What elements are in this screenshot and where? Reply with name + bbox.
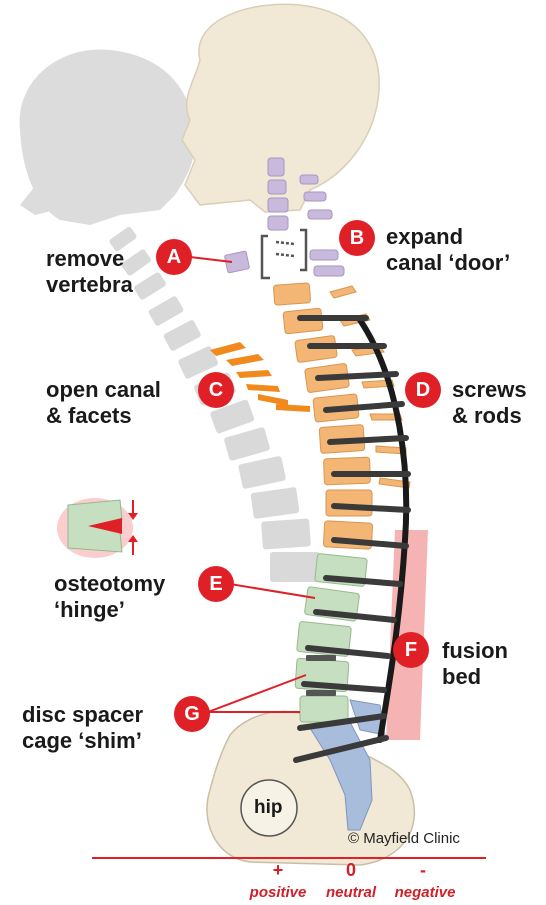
label-a: remove vertebra (46, 246, 133, 298)
label-b-line2: canal ‘door’ (386, 250, 510, 276)
label-e-line1: osteotomy (54, 571, 165, 597)
label-d: screws & rods (452, 377, 527, 429)
badge-c: C (198, 372, 234, 408)
label-e-line2: ‘hinge’ (54, 597, 165, 623)
label-c-line1: open canal (46, 377, 161, 403)
negative-label: negative (384, 884, 466, 901)
badge-f: F (393, 632, 429, 668)
label-a-line1: remove (46, 246, 133, 272)
label-b: expand canal ‘door’ (386, 224, 510, 276)
badge-b: B (339, 220, 375, 256)
label-g-line2: cage ‘shim’ (22, 728, 143, 754)
label-c-line2: & facets (46, 403, 161, 429)
ghost-skull (20, 50, 196, 225)
badge-g: G (174, 696, 210, 732)
label-b-line1: expand (386, 224, 510, 250)
badge-a: A (156, 239, 192, 275)
label-f: fusion bed (442, 638, 508, 690)
neutral-symbol: 0 (341, 860, 361, 881)
label-g-line1: disc spacer (22, 702, 143, 728)
label-g: disc spacer cage ‘shim’ (22, 702, 143, 754)
negative-symbol: - (413, 860, 433, 881)
label-e: osteotomy ‘hinge’ (54, 571, 165, 623)
badge-d: D (405, 372, 441, 408)
credit: © Mayfield Clinic (348, 830, 460, 847)
label-a-line2: vertebra (46, 272, 133, 298)
label-c: open canal & facets (46, 377, 161, 429)
positive-symbol: + (268, 860, 288, 881)
positive-label: positive (234, 884, 322, 901)
label-f-line2: bed (442, 664, 508, 690)
label-f-line1: fusion (442, 638, 508, 664)
badge-e: E (198, 566, 234, 602)
osteotomy-hinge-icon (57, 498, 138, 558)
neutral-label: neutral (310, 884, 392, 901)
label-d-line2: & rods (452, 403, 527, 429)
hip-label: hip (254, 795, 283, 821)
label-d-line1: screws (452, 377, 527, 403)
canal-door-bracket (262, 230, 306, 278)
